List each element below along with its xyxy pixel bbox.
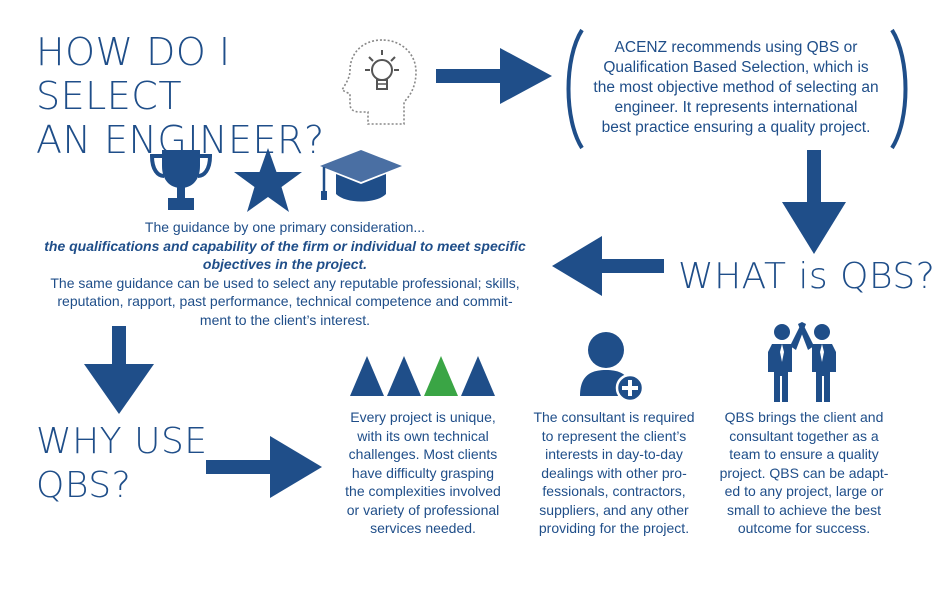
guidance-paragraph: The guidance by one primary consideratio… [20,218,550,329]
arrow-right-icon [436,48,552,104]
guidance-emphasis-line-1: the qualifications and capability of the… [44,237,526,254]
acenz-line: ACENZ recommends using QBS or [614,39,858,56]
why-column-consultant-role: The consultant is required to represent … [520,408,708,538]
guidance-body-line-3: ment to the client’s interest. [199,311,371,328]
team-high-five-icon [762,318,842,404]
column-line: suppliers, and any other [539,501,689,518]
column-line: have difficulty grasping [351,464,495,481]
column-line: the complexities involved [345,483,501,499]
guidance-body-line-1: The same guidance can be used to select … [50,274,520,291]
user-add-icon [578,330,646,402]
acenz-line: the most objective method of selecting a… [593,79,879,96]
column-line: outcome for success. [737,520,871,536]
column-line: providing for the project. [538,520,690,536]
column-line: QBS brings the client and [724,409,884,425]
arrow-left-icon [552,236,664,296]
column-line: to represent the client’s [541,427,687,444]
column-line: small to achieve the best [726,501,882,518]
arrow-right-bottom-icon [206,436,322,498]
column-line: services needed. [370,520,476,536]
page-title: HOW DO I SELECT AN ENGINEER? [36,30,366,162]
column-line: challenges. Most clients [348,446,498,462]
left-parenthesis-icon [562,28,586,150]
why-use-qbs-heading: WHY USE QBS? [36,420,216,508]
star-icon [232,146,304,214]
acenz-line: best practice ensuring a quality project… [601,119,871,136]
column-line: with its own technical [357,427,489,444]
trophy-icon [150,148,212,212]
why-column-teamwork: QBS brings the client and consultant tog… [710,408,898,538]
acenz-paragraph: ACENZ recommends using QBS or Qualificat… [584,38,888,138]
column-line: or variety of professional [346,501,500,518]
column-line: consultant together as a [729,427,879,444]
title-line-1: HOW DO I SELECT [36,30,231,118]
why-heading-line-2: QBS? [36,465,132,506]
column-line: dealings with other pro- [541,464,687,481]
arrow-down-icon [782,150,846,254]
triangles-icon [350,354,496,398]
column-line: fessionals, contractors, [542,483,686,499]
acenz-line: engineer. It represents international [614,99,858,116]
column-line: interests in day-to-day [545,446,683,462]
guidance-intro: The guidance by one primary consideratio… [144,219,426,235]
graduation-cap-icon [318,148,404,208]
column-line: Every project is unique, [350,409,496,425]
head-lightbulb-icon [338,36,420,126]
guidance-emphasis-line-2: objectives in the project. [202,256,368,272]
why-column-unique-projects: Every project is unique, with its own te… [330,408,516,538]
right-parenthesis-icon [888,28,912,150]
arrow-down-left-icon [84,326,154,414]
column-line: team to ensure a quality [729,446,879,462]
guidance-body-line-2: reputation, rapport, past performance, t… [57,293,513,309]
column-line: project. QBS can be adapt- [719,464,889,481]
what-is-qbs-heading: WHAT is QBS? [678,256,936,297]
acenz-line: Qualification Based Selection, which is [603,59,869,76]
why-heading-line-1: WHY USE [36,421,208,462]
column-line: ed to any project, large or [724,483,884,499]
column-line: The consultant is required [533,409,695,425]
